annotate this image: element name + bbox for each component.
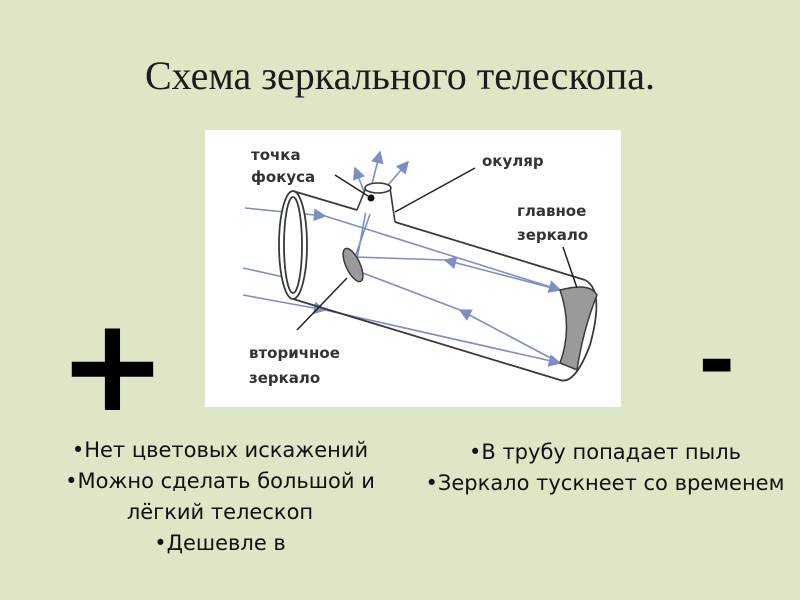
disadvantage-item: •В трубу попадает пыль: [468, 440, 741, 464]
primary-mirror: [559, 286, 598, 372]
label-focus-point-1: точка: [251, 146, 301, 164]
label-primary-mirror-2: зеркало: [517, 226, 588, 244]
disadvantage-item: •Зеркало тускнеет со временем: [425, 471, 785, 495]
tube-opening-inner: [283, 196, 303, 294]
pointer-lines: [296, 167, 578, 331]
incoming-ray-lower: [242, 294, 327, 315]
label-secondary-mirror-1: вторичное: [249, 344, 340, 362]
label-eyepiece: окуляр: [482, 152, 544, 170]
label-secondary-mirror-2: зеркало: [249, 369, 320, 387]
ray-reflected-2: [458, 309, 561, 364]
tube-top-edge-back: [394, 221, 586, 281]
advantage-item: •Дешевле в: [154, 531, 286, 555]
label-primary-mirror-1: главное: [517, 202, 586, 220]
advantage-item: •Нет цветовых искажений: [71, 438, 369, 462]
ray-reflected-1: [443, 256, 561, 291]
telescope-tube: [278, 190, 598, 382]
secondary-mirror: [342, 247, 364, 283]
ray-to-primary-1: [324, 215, 562, 293]
ray-to-secondary-2: [354, 269, 461, 311]
advantages-list: •Нет цветовых искажений •Можно сделать б…: [30, 435, 410, 559]
disadvantages-list: •В трубу попадает пыль •Зеркало тускнеет…: [420, 437, 790, 499]
telescope-diagram: точка фокуса окуляр главное зеркало втор…: [205, 130, 621, 407]
advantages-plus-sign: +: [58, 289, 167, 441]
eyepiece: [356, 182, 396, 223]
tube-top-edge-front: [292, 190, 358, 211]
advantage-item: •Можно сделать большой и лёгкий телескоп: [65, 469, 375, 524]
tube-end: [559, 279, 598, 382]
ray-to-secondary-1: [354, 256, 446, 261]
ray-to-primary-2: [324, 309, 562, 367]
tube-bottom-edge: [292, 298, 561, 381]
focal-point: [367, 194, 375, 202]
label-focus-point-2: фокуса: [251, 168, 315, 186]
disadvantages-minus-sign: -: [698, 308, 736, 413]
slide-title: Схема зеркального телескопа.: [145, 53, 655, 98]
